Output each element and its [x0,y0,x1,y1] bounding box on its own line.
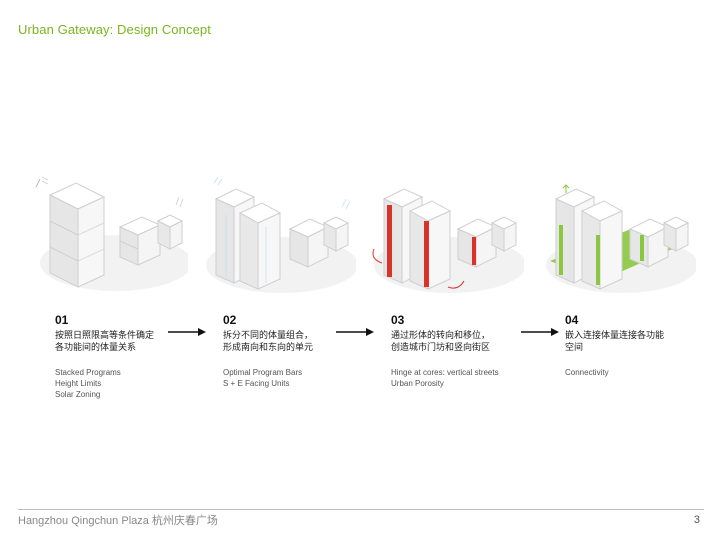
step-01: 01 按照日照限高等条件确定 各功能间的体量关系 Stacked Program… [55,313,190,400]
diagram-stacked-programs [28,165,188,305]
arrow-right-icon [336,326,374,338]
diagram-program-bars [196,165,356,305]
step-number: 01 [55,313,69,327]
step-english-line: Optimal Program Bars [223,368,303,377]
footer-project-cn: 杭州庆春广场 [151,514,218,527]
page-number: 3 [693,514,700,526]
step-english-description: Optimal Program Bars S + E Facing Units [223,367,358,389]
step-number: 04 [565,313,579,327]
footer-project-en: Hangzhou Qingchun Plaza [18,515,149,527]
step-english-line: Urban Porosity [391,379,444,388]
step-english-line: Stacked Programs [55,368,121,377]
step-number: 02 [223,313,237,327]
step-number: 03 [391,313,405,327]
arrow-right-icon [168,326,206,338]
step-english-description: Hinge at cores: vertical streets Urban P… [391,367,526,389]
step-english-line: Hinge at cores: vertical streets [391,368,499,377]
diagram-hinge-cores [364,165,524,305]
step-english-description: Stacked Programs Height Limits Solar Zon… [55,367,190,400]
step-english-line: Height Limits [55,379,102,388]
step-03: 03 通过形体的转向和移位， 创造城市门坊和竖向街区 Hinge at core… [391,313,526,389]
page-title: Urban Gateway: Design Concept [18,22,211,37]
step-english-line: Solar Zoning [55,390,101,399]
step-chinese-description: 嵌入连接体量连接各功能 空间 [565,331,665,353]
step-chinese-description: 按照日照限高等条件确定 各功能间的体量关系 [55,331,155,353]
footer-divider [18,509,704,510]
step-chinese-description: 通过形体的转向和移位， 创造城市门坊和竖向街区 [391,331,491,353]
diagram-connectivity [536,165,696,305]
step-02: 02 拆分不同的体量组合， 形成南向和东向的单元 Optimal Program… [223,313,358,389]
step-04: 04 嵌入连接体量连接各功能 空间 Connectivity [565,313,700,378]
step-english-line: Connectivity [565,368,609,377]
arrow-right-icon [521,326,559,338]
step-english-line: S + E Facing Units [223,379,290,388]
step-chinese-description: 拆分不同的体量组合， 形成南向和东向的单元 [223,331,314,353]
step-english-description: Connectivity [565,367,700,378]
